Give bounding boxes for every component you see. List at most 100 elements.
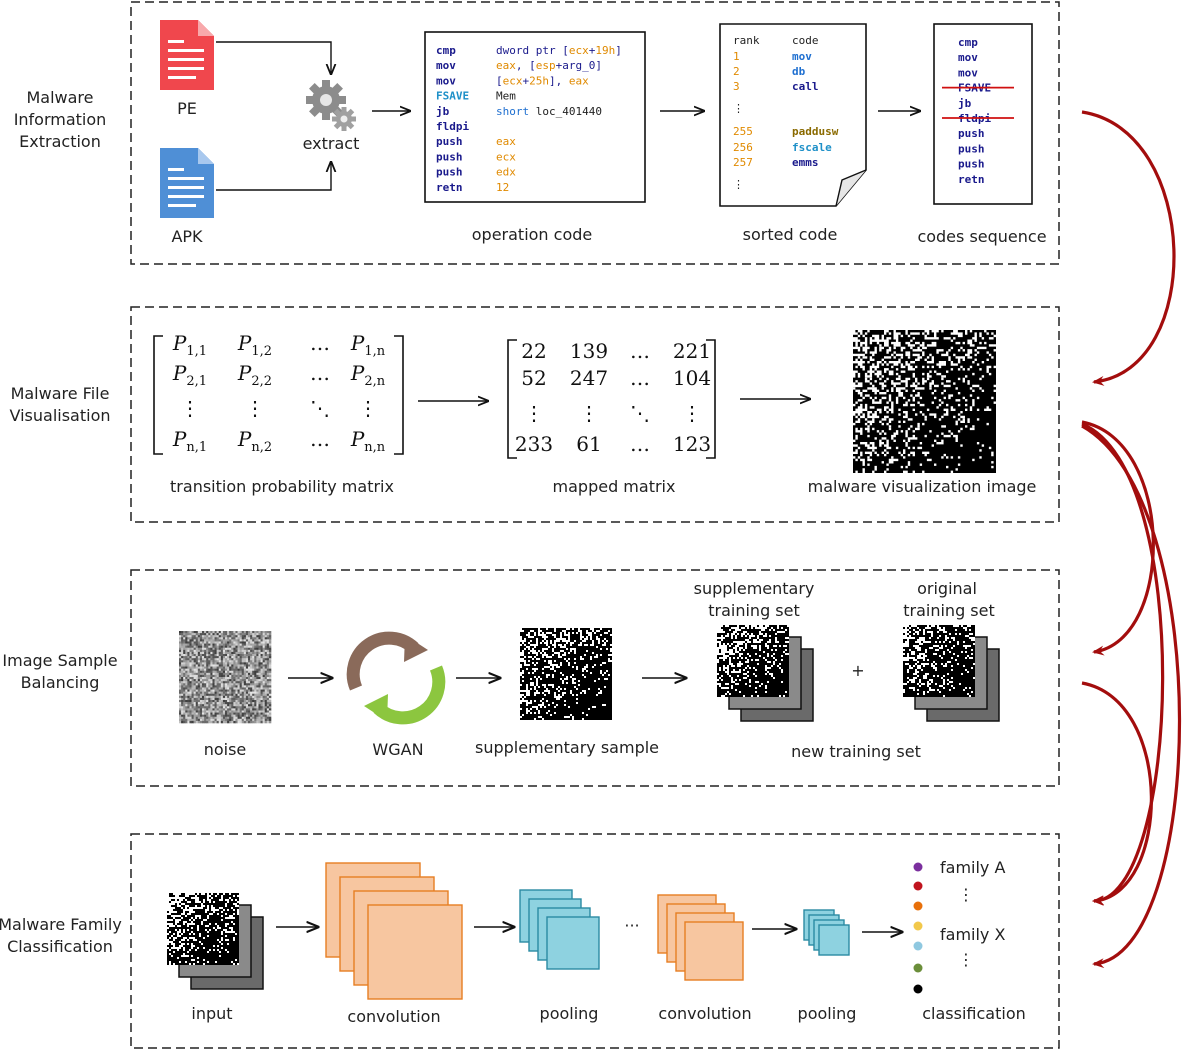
noise-pixel <box>243 658 247 661</box>
noise-pixel <box>243 662 247 665</box>
noise-pixel <box>179 695 182 699</box>
noise-pixel <box>248 710 251 713</box>
operand-part: + <box>523 74 530 87</box>
noise-pixel <box>220 658 224 661</box>
noise-pixel <box>185 702 188 705</box>
matrix-cell: Pn,2 <box>237 427 272 455</box>
noise-pixel <box>212 662 215 665</box>
noise-pixel <box>195 695 199 699</box>
noise-pixel <box>185 631 188 634</box>
noise-pixel <box>252 685 255 688</box>
noise-pixel <box>206 666 209 669</box>
noise-pixel <box>262 647 266 651</box>
noise-pixel <box>202 695 205 699</box>
noise-pixel <box>254 674 257 678</box>
noise-pixel <box>237 658 240 661</box>
noise-pixel <box>250 712 253 715</box>
noise-pixel <box>229 649 232 653</box>
pool1-caption: pooling <box>540 1004 599 1023</box>
noise-pixel <box>239 635 243 638</box>
noise-pixel <box>199 645 203 649</box>
noise-pixel <box>183 689 186 692</box>
noise-pixel <box>195 700 199 703</box>
noise-pixel <box>181 718 184 722</box>
noise-pixel <box>214 651 217 655</box>
noise-pixel <box>268 639 272 642</box>
noise-pixel <box>248 691 251 695</box>
noise-pixel <box>264 645 268 649</box>
noise-pixel <box>210 635 213 638</box>
noise-pixel <box>254 685 257 688</box>
noise-pixel <box>216 662 220 665</box>
noise-pixel <box>252 639 255 642</box>
noise-pixel <box>250 660 253 663</box>
noise-pixel <box>241 714 245 718</box>
noise-pixel <box>202 641 205 644</box>
noise-pixel <box>237 674 240 678</box>
noise-pixel <box>206 645 209 649</box>
noise-pixel <box>191 637 194 640</box>
noise-pixel <box>233 700 236 703</box>
noise-pixel <box>202 649 205 653</box>
noise-pixel <box>218 691 222 695</box>
noise-pixel <box>212 702 215 705</box>
noise-pixel <box>191 710 194 713</box>
noise-pixel <box>187 708 190 711</box>
noise-pixel <box>199 687 203 690</box>
noise-pixel <box>214 681 217 684</box>
noise-pixel <box>208 666 211 669</box>
noise-pixel <box>222 700 226 703</box>
matrix-cell: 221 <box>673 339 711 363</box>
noise-pixel <box>218 654 222 657</box>
noise-pixel <box>202 643 205 646</box>
noise-pixel <box>206 708 209 711</box>
noise-pixel <box>206 674 209 678</box>
noise-pixel <box>260 697 263 701</box>
noise-pixel <box>262 672 266 676</box>
class-node <box>913 963 923 973</box>
noise-pixel <box>187 702 190 705</box>
noise-pixel <box>210 693 213 697</box>
matrix-cell: P1,1 <box>172 331 207 359</box>
noise-pixel <box>191 716 194 720</box>
noise-pixel <box>266 658 270 661</box>
noise-pixel <box>179 651 182 655</box>
noise-pixel <box>233 708 236 711</box>
noise-pixel <box>179 681 182 684</box>
noise-pixel <box>187 668 190 672</box>
noise-pixel <box>202 681 205 684</box>
noise-pixel <box>256 720 259 724</box>
noise-pixel <box>189 691 192 695</box>
noise-pixel <box>256 641 259 644</box>
apk-label: APK <box>171 227 203 246</box>
noise-pixel <box>233 681 236 684</box>
noise-pixel <box>218 641 222 644</box>
noise-pixel <box>183 633 186 636</box>
noise-pixel <box>218 674 222 678</box>
noise-pixel <box>204 635 207 638</box>
noise-pixel <box>208 710 211 713</box>
noise-pixel <box>266 685 270 688</box>
noise-pixel <box>214 706 217 709</box>
noise-pixel <box>187 691 190 695</box>
noise-pixel <box>266 664 270 667</box>
operand-part: [ <box>496 74 503 87</box>
noise-pixel <box>189 708 192 711</box>
sorted-code: fscale <box>792 141 832 154</box>
noise-pixel <box>239 685 243 688</box>
noise-pixel <box>241 639 245 642</box>
matrix-cell: 247 <box>570 366 608 390</box>
sorted-code: paddusw <box>792 125 839 138</box>
noise-pixel <box>241 662 245 665</box>
symbol: P <box>237 427 252 451</box>
noise-pixel <box>233 658 236 661</box>
noise-pixel <box>225 639 228 642</box>
noise-pixel <box>227 677 230 680</box>
noise-pixel <box>248 658 251 661</box>
matrix-cell: 123 <box>673 432 711 456</box>
noise-pixel <box>235 695 238 699</box>
noise-pixel <box>199 635 203 638</box>
noise-pixel <box>268 633 272 636</box>
noise-pixel <box>210 720 213 724</box>
noise-pixel <box>202 668 205 672</box>
